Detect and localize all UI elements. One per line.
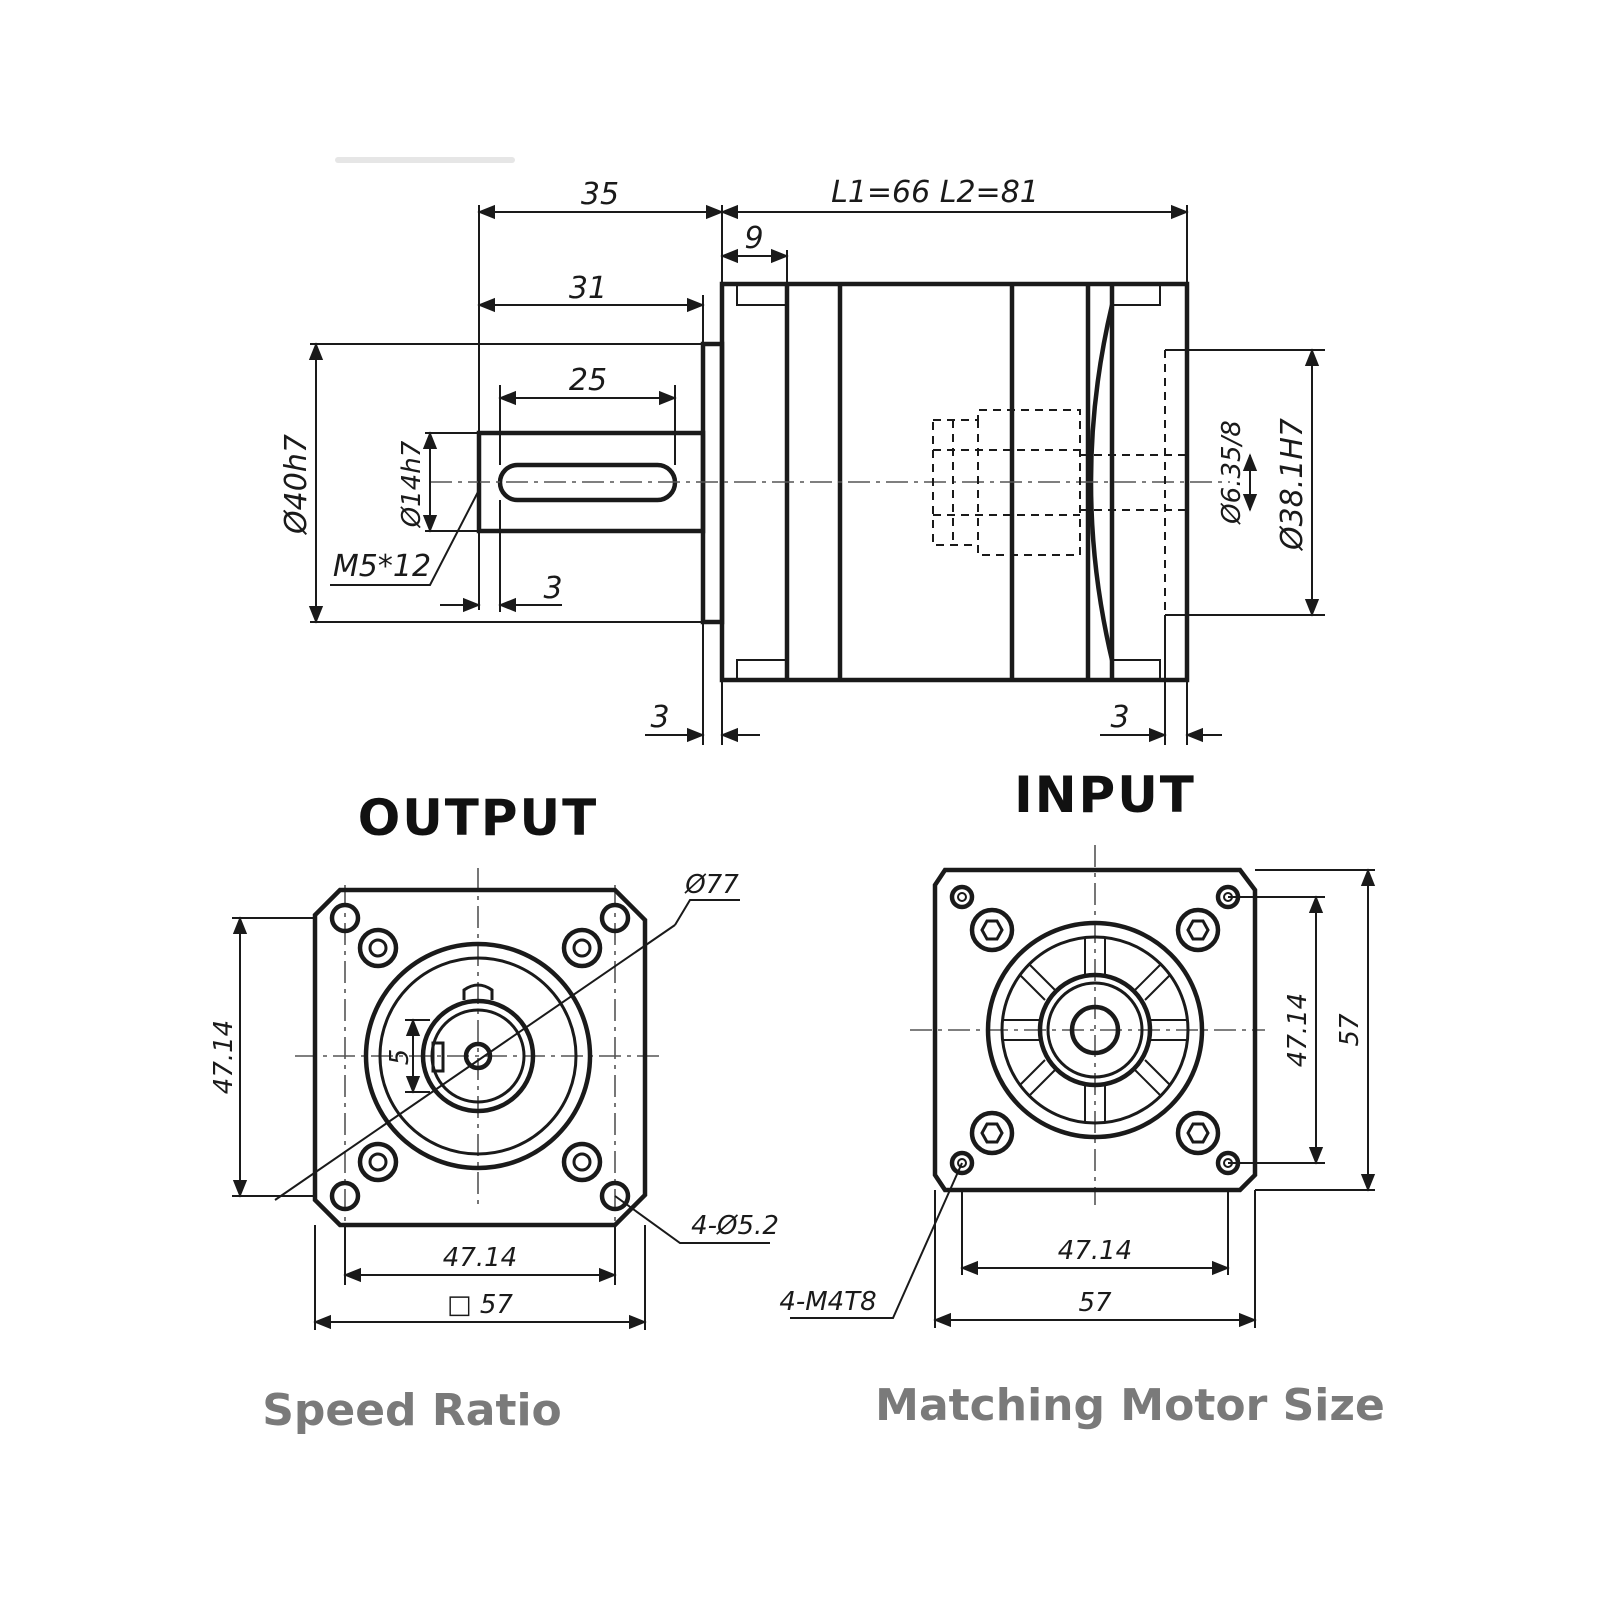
dim-label-31: 31: [569, 271, 607, 306]
dim-label-thread: M5*12: [333, 549, 431, 584]
input-pilot-outer: [985, 920, 1205, 1140]
dim-label-35: 35: [581, 177, 619, 212]
output-end-view: OUTPUT: [209, 789, 779, 1330]
dim-label-key: 5: [385, 1049, 415, 1066]
dim-label-pcd: Ø77: [684, 870, 739, 900]
output-shaft-center: [463, 1041, 493, 1071]
threaded-hole: [949, 884, 975, 910]
hex-socket: [980, 919, 1004, 941]
screw-socket: [572, 1152, 592, 1172]
input-bore: [1069, 1004, 1121, 1056]
dim-label-holes: 4-M4T8: [779, 1287, 876, 1317]
thread-leader: [330, 489, 480, 586]
caption-matching-motor-size: Matching Motor Size: [875, 1380, 1385, 1431]
holes-leader: [790, 1162, 963, 1319]
dim-label-3-back: 3: [1110, 700, 1129, 735]
input-end-view: INPUT: [779, 766, 1376, 1328]
dim-label-d635: Ø6.35/8: [1217, 420, 1247, 525]
threaded-hole-center: [957, 1158, 967, 1168]
hex-screw: [969, 907, 1015, 953]
hex-screw: [1175, 907, 1221, 953]
output-spigot-outer: [363, 941, 593, 1171]
dim-label-holes: 4-Ø5.2: [691, 1211, 779, 1241]
rear-flange-notch: [1112, 284, 1161, 680]
input-heading: INPUT: [1014, 766, 1196, 824]
dim-label-9: 9: [744, 221, 763, 256]
threaded-hole-center: [957, 892, 967, 902]
mounting-hole: [329, 902, 361, 934]
output-spigot: [700, 341, 725, 625]
output-shaft-outer: [420, 998, 536, 1114]
mounting-hole: [599, 1180, 631, 1212]
dim-label-square: □ 57: [447, 1290, 513, 1320]
pcd-diagonal-line: [274, 924, 676, 1201]
dim-label-d14: Ø14h7: [397, 440, 427, 528]
holes-leader: [614, 1195, 770, 1244]
hex-socket: [980, 1122, 1004, 1144]
caption-speed-ratio: Speed Ratio: [262, 1385, 562, 1436]
dim-label-d381: Ø38.1H7: [1275, 418, 1310, 552]
keyway-top: [462, 983, 494, 1000]
output-spigot-inner: [378, 956, 578, 1156]
front-flange-notch: [736, 284, 787, 680]
dim-label-bolt-v: 47.14: [1283, 993, 1313, 1067]
dim-label-25: 25: [569, 363, 607, 398]
dim-label-size-v: 57: [1335, 1013, 1365, 1047]
pcd-leader: [674, 899, 740, 926]
coupling-ribs: [1002, 937, 1188, 1123]
screw-head: [561, 1141, 603, 1183]
shaft-key: [431, 1041, 445, 1073]
hex-socket: [1186, 919, 1210, 941]
dim-label-bolt-h: 47.14: [1058, 1236, 1132, 1266]
mounting-hole: [329, 1180, 361, 1212]
input-coupling-inner: [1046, 981, 1144, 1079]
input-pilot-inner: [1000, 935, 1190, 1125]
mounting-hole: [599, 902, 631, 934]
screw-head: [561, 927, 603, 969]
input-flange: [932, 867, 1258, 1193]
output-heading: OUTPUT: [358, 789, 599, 847]
dim-label-height: 47.14: [209, 1020, 239, 1094]
dim-label-size-h: 57: [1078, 1288, 1112, 1318]
hidden-input-bore: [932, 409, 1081, 556]
scan-smudge: [335, 157, 515, 163]
dim-label-3-key: 3: [543, 571, 562, 606]
side-view: 35 L1=66 L2=81 9 31 25 3 3 3 M5*12 Ø40h7…: [279, 175, 1325, 745]
hex-socket: [1186, 1122, 1210, 1144]
dim-label-length: L1=66 L2=81: [831, 175, 1039, 210]
screw-head: [357, 927, 399, 969]
dim-label-3-front: 3: [650, 700, 669, 735]
dim-label-d40: Ø40h7: [279, 434, 314, 536]
screw-socket: [572, 938, 592, 958]
screw-socket: [368, 1152, 388, 1172]
screw-head: [357, 1141, 399, 1183]
input-coupling-outer: [1037, 972, 1153, 1088]
hex-screw: [1175, 1110, 1221, 1156]
screw-socket: [368, 938, 388, 958]
dim-label-bolt: 47.14: [443, 1243, 517, 1273]
hex-screw: [969, 1110, 1015, 1156]
threaded-hole: [949, 1150, 975, 1176]
